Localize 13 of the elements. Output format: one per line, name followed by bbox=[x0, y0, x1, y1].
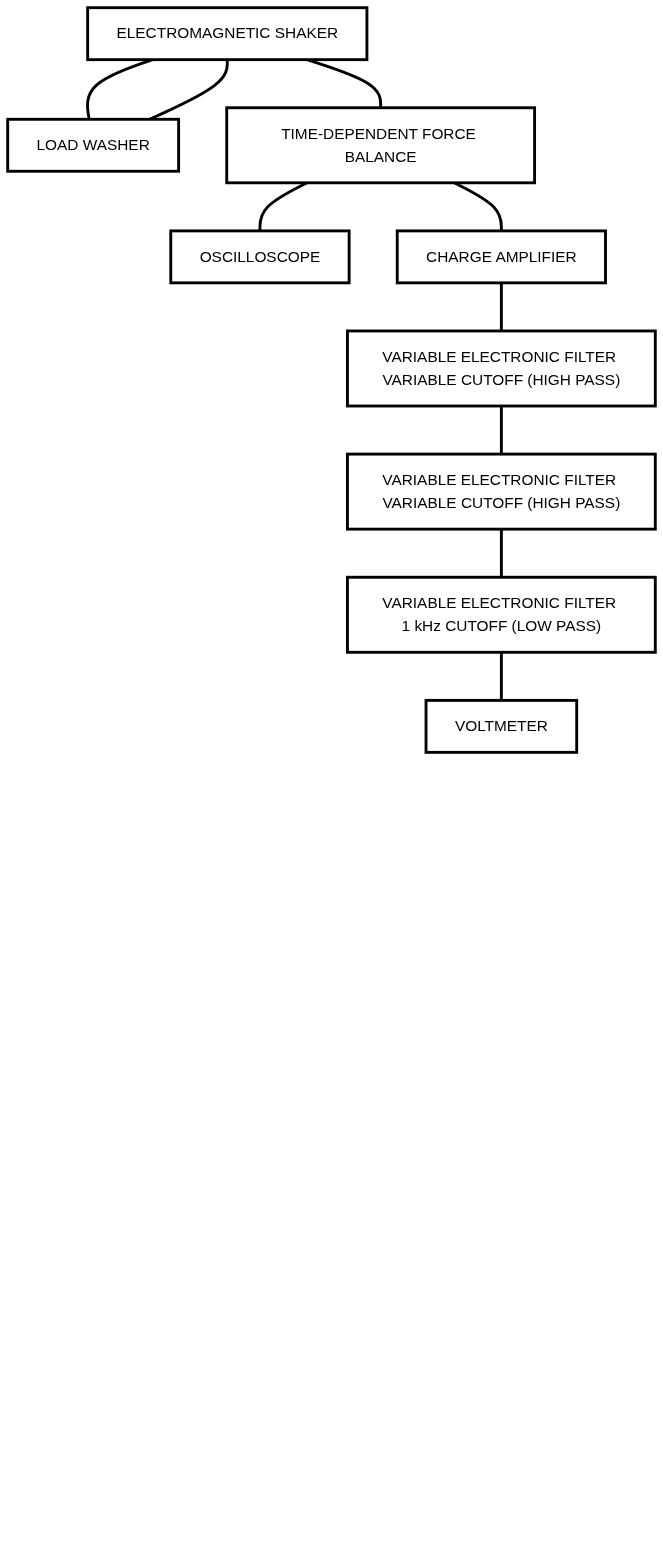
node-box: OSCILLOSCOPE bbox=[169, 229, 351, 285]
connector bbox=[499, 282, 503, 331]
connector bbox=[499, 529, 503, 578]
node-box: ELECTROMAGNETIC SHAKER bbox=[86, 6, 369, 62]
node-box: VARIABLE ELECTRONIC FILTER 1 kHz CUTOFF (LOW PASS) bbox=[346, 575, 657, 654]
connector bbox=[499, 652, 503, 701]
node-box: VARIABLE ELECTRONIC FILTER VARIABLE CUTOFF (HIGH PASS) bbox=[346, 329, 657, 408]
node-box: LOAD WASHER bbox=[6, 117, 181, 173]
node-box: TIME-DEPENDENT FORCE BALANCE bbox=[225, 106, 537, 185]
node-box: VARIABLE ELECTRONIC FILTER VARIABLE CUTOFF (HIGH PASS) bbox=[346, 452, 657, 531]
connector bbox=[499, 406, 503, 455]
node-box: VOLTMETER bbox=[424, 698, 579, 754]
node-box: CHARGE AMPLIFIER bbox=[395, 229, 607, 285]
